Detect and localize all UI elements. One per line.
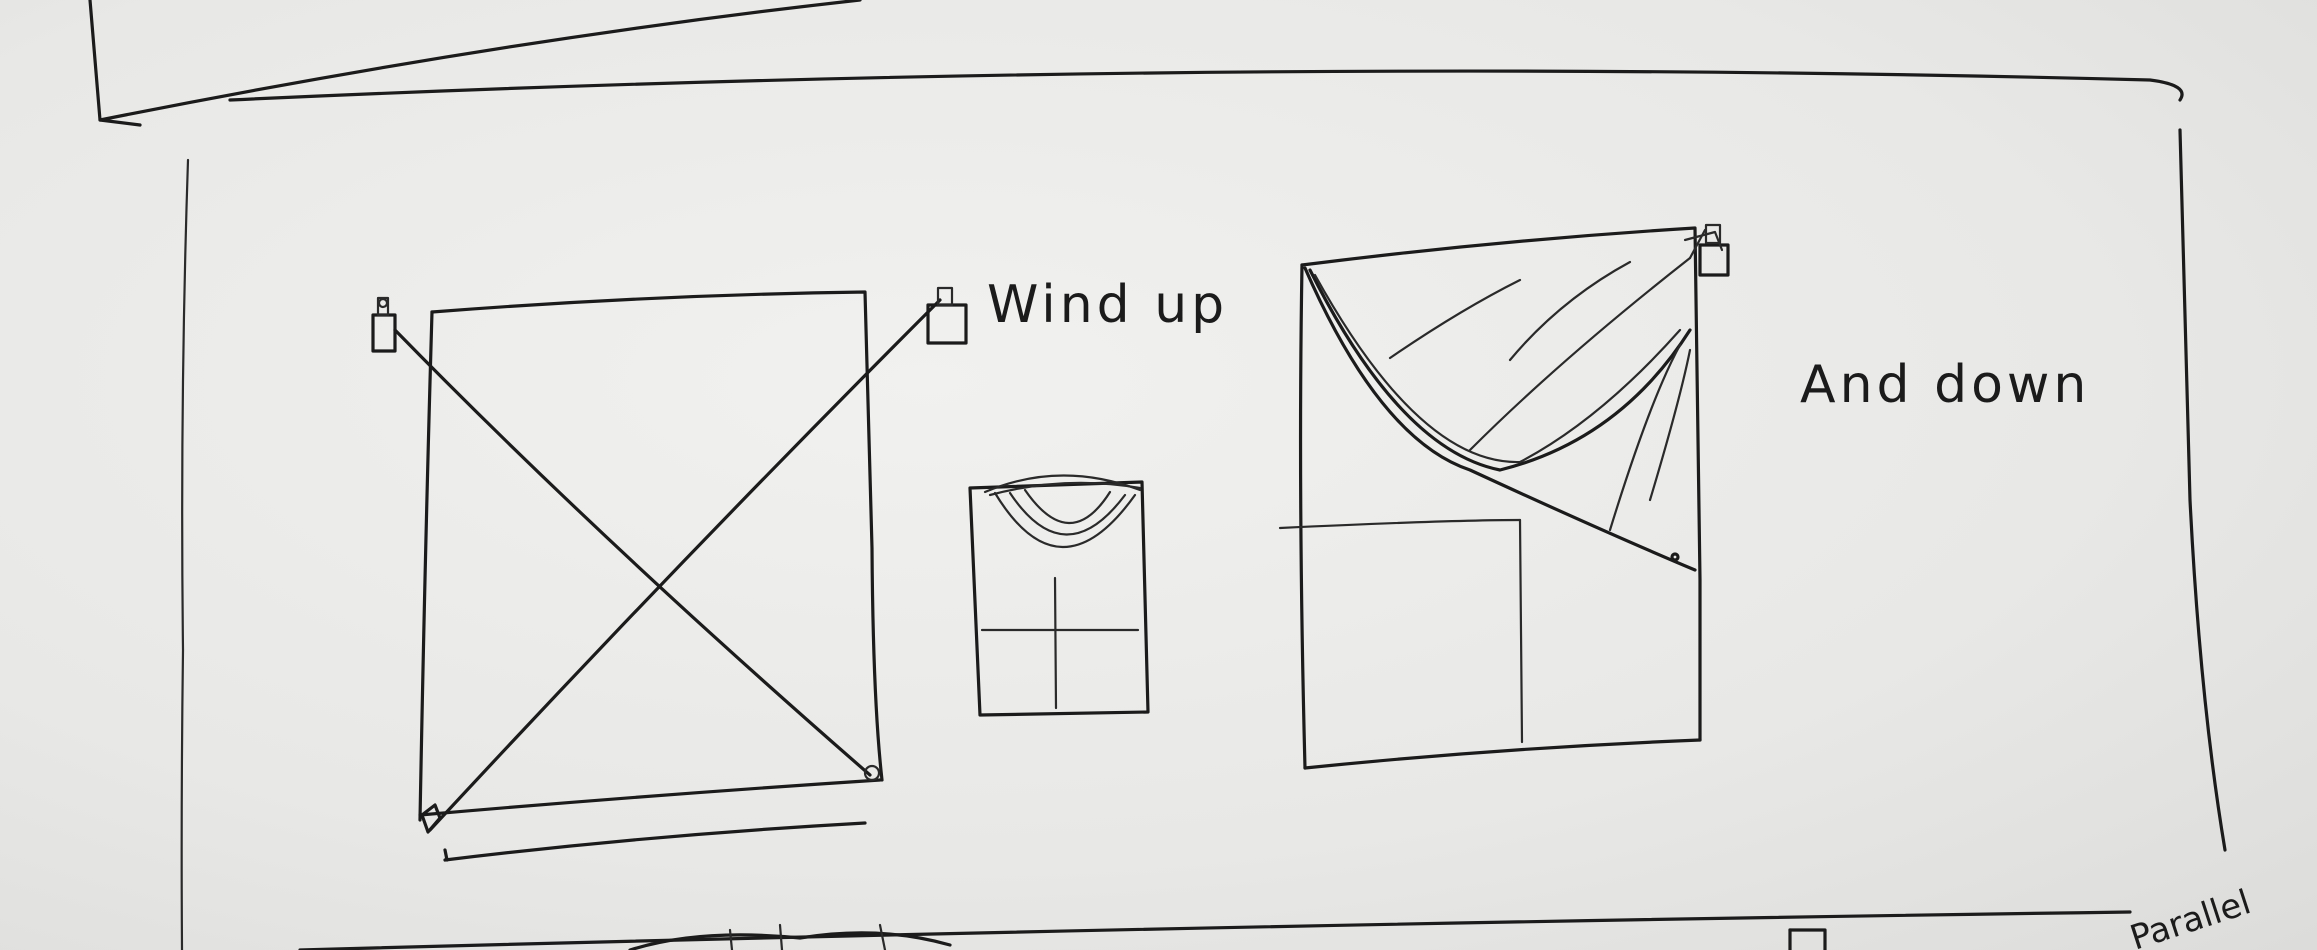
panel-frame [180,128,2227,950]
right-large-square [1278,226,1707,770]
next-panel-hints [628,923,1827,950]
left-square-crossed [393,290,942,862]
parallel-label: Parallel [2125,882,2255,950]
upper-frame [88,0,2184,127]
right-square-weight-icon [1683,223,1730,277]
left-weight-icon [371,296,397,353]
and-down-label: And down [1800,355,2090,415]
wind-up-label: Wind up [987,275,1228,335]
right-weight-icon [926,286,968,345]
middle-small-square [968,474,1150,717]
